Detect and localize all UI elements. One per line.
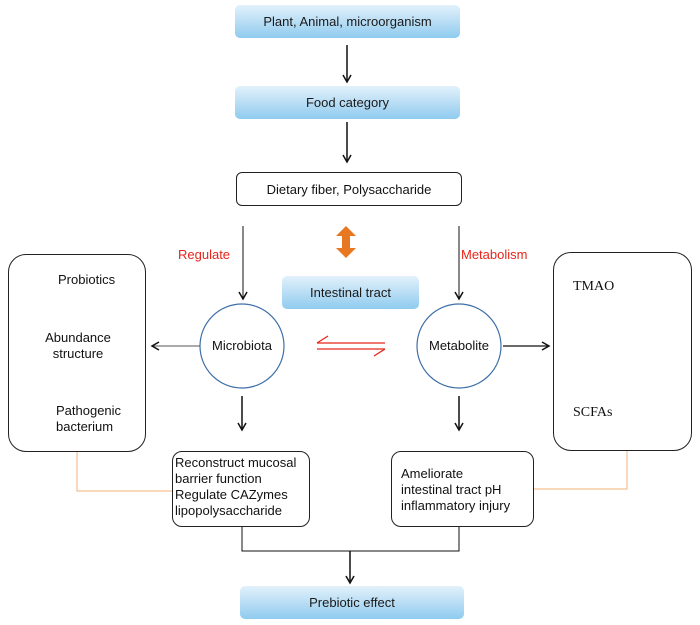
abundance-label-line2: structure <box>52 346 104 361</box>
prebiotic-effect-node: Prebiotic effect <box>240 586 464 619</box>
food-category-label: Food category <box>305 95 390 110</box>
microbiota-effect-line3: Regulate CAZymes <box>175 487 288 502</box>
metabolite-composition-panel <box>553 252 692 451</box>
metabolite-effect-line3: inflammatory injury <box>401 498 511 513</box>
metabolite-effect-line1: Ameliorate <box>401 466 464 481</box>
source-node-label: Plant, Animal, microorganism <box>263 14 432 29</box>
metabolite-effects-box <box>391 451 534 527</box>
intestinal-tract-node: Intestinal tract <box>282 276 419 309</box>
dietary-fiber-label: Dietary fiber, Polysaccharide <box>266 181 432 197</box>
orange-connector-right <box>533 451 628 490</box>
microbiota-effect-line4: lipopolysaccharide <box>175 503 282 518</box>
microbiota-effects-box <box>172 451 310 527</box>
microbiota-effect-line2: barrier function <box>175 471 262 486</box>
equilibrium-arrows-icon <box>316 335 386 357</box>
probiotics-label: Probiotics <box>58 272 116 287</box>
regulate-label: Regulate <box>178 247 231 262</box>
tmao-label: TMAO <box>573 279 615 294</box>
merge-connector <box>241 527 460 552</box>
metabolite-effect-line2: intestinal tract pH <box>401 482 502 497</box>
microbiota-effect-line1: Reconstruct mucosal <box>175 455 297 470</box>
food-category-node: Food category <box>235 86 460 119</box>
orange-connector-left <box>76 451 172 492</box>
intestinal-tract-label: Intestinal tract <box>310 285 391 300</box>
metabolite-circle <box>416 303 502 389</box>
pathogenic-label-line2: bacterium <box>56 419 114 434</box>
abundance-label-line1: Abundance <box>45 330 111 345</box>
metabolite-label: Metabolite <box>429 338 489 353</box>
orange-double-arrow-icon <box>336 226 356 258</box>
pathogenic-label-line1: Pathogenic <box>56 403 122 418</box>
scfas-label: SCFAs <box>573 405 613 420</box>
prebiotic-effect-label: Prebiotic effect <box>309 595 395 610</box>
microbiota-composition-panel <box>8 254 146 452</box>
microbiota-label: Microbiota <box>212 338 272 353</box>
metabolism-label: Metabolism <box>461 247 528 262</box>
source-node: Plant, Animal, microorganism <box>235 5 460 38</box>
dietary-fiber-node: Dietary fiber, Polysaccharide <box>236 172 462 206</box>
